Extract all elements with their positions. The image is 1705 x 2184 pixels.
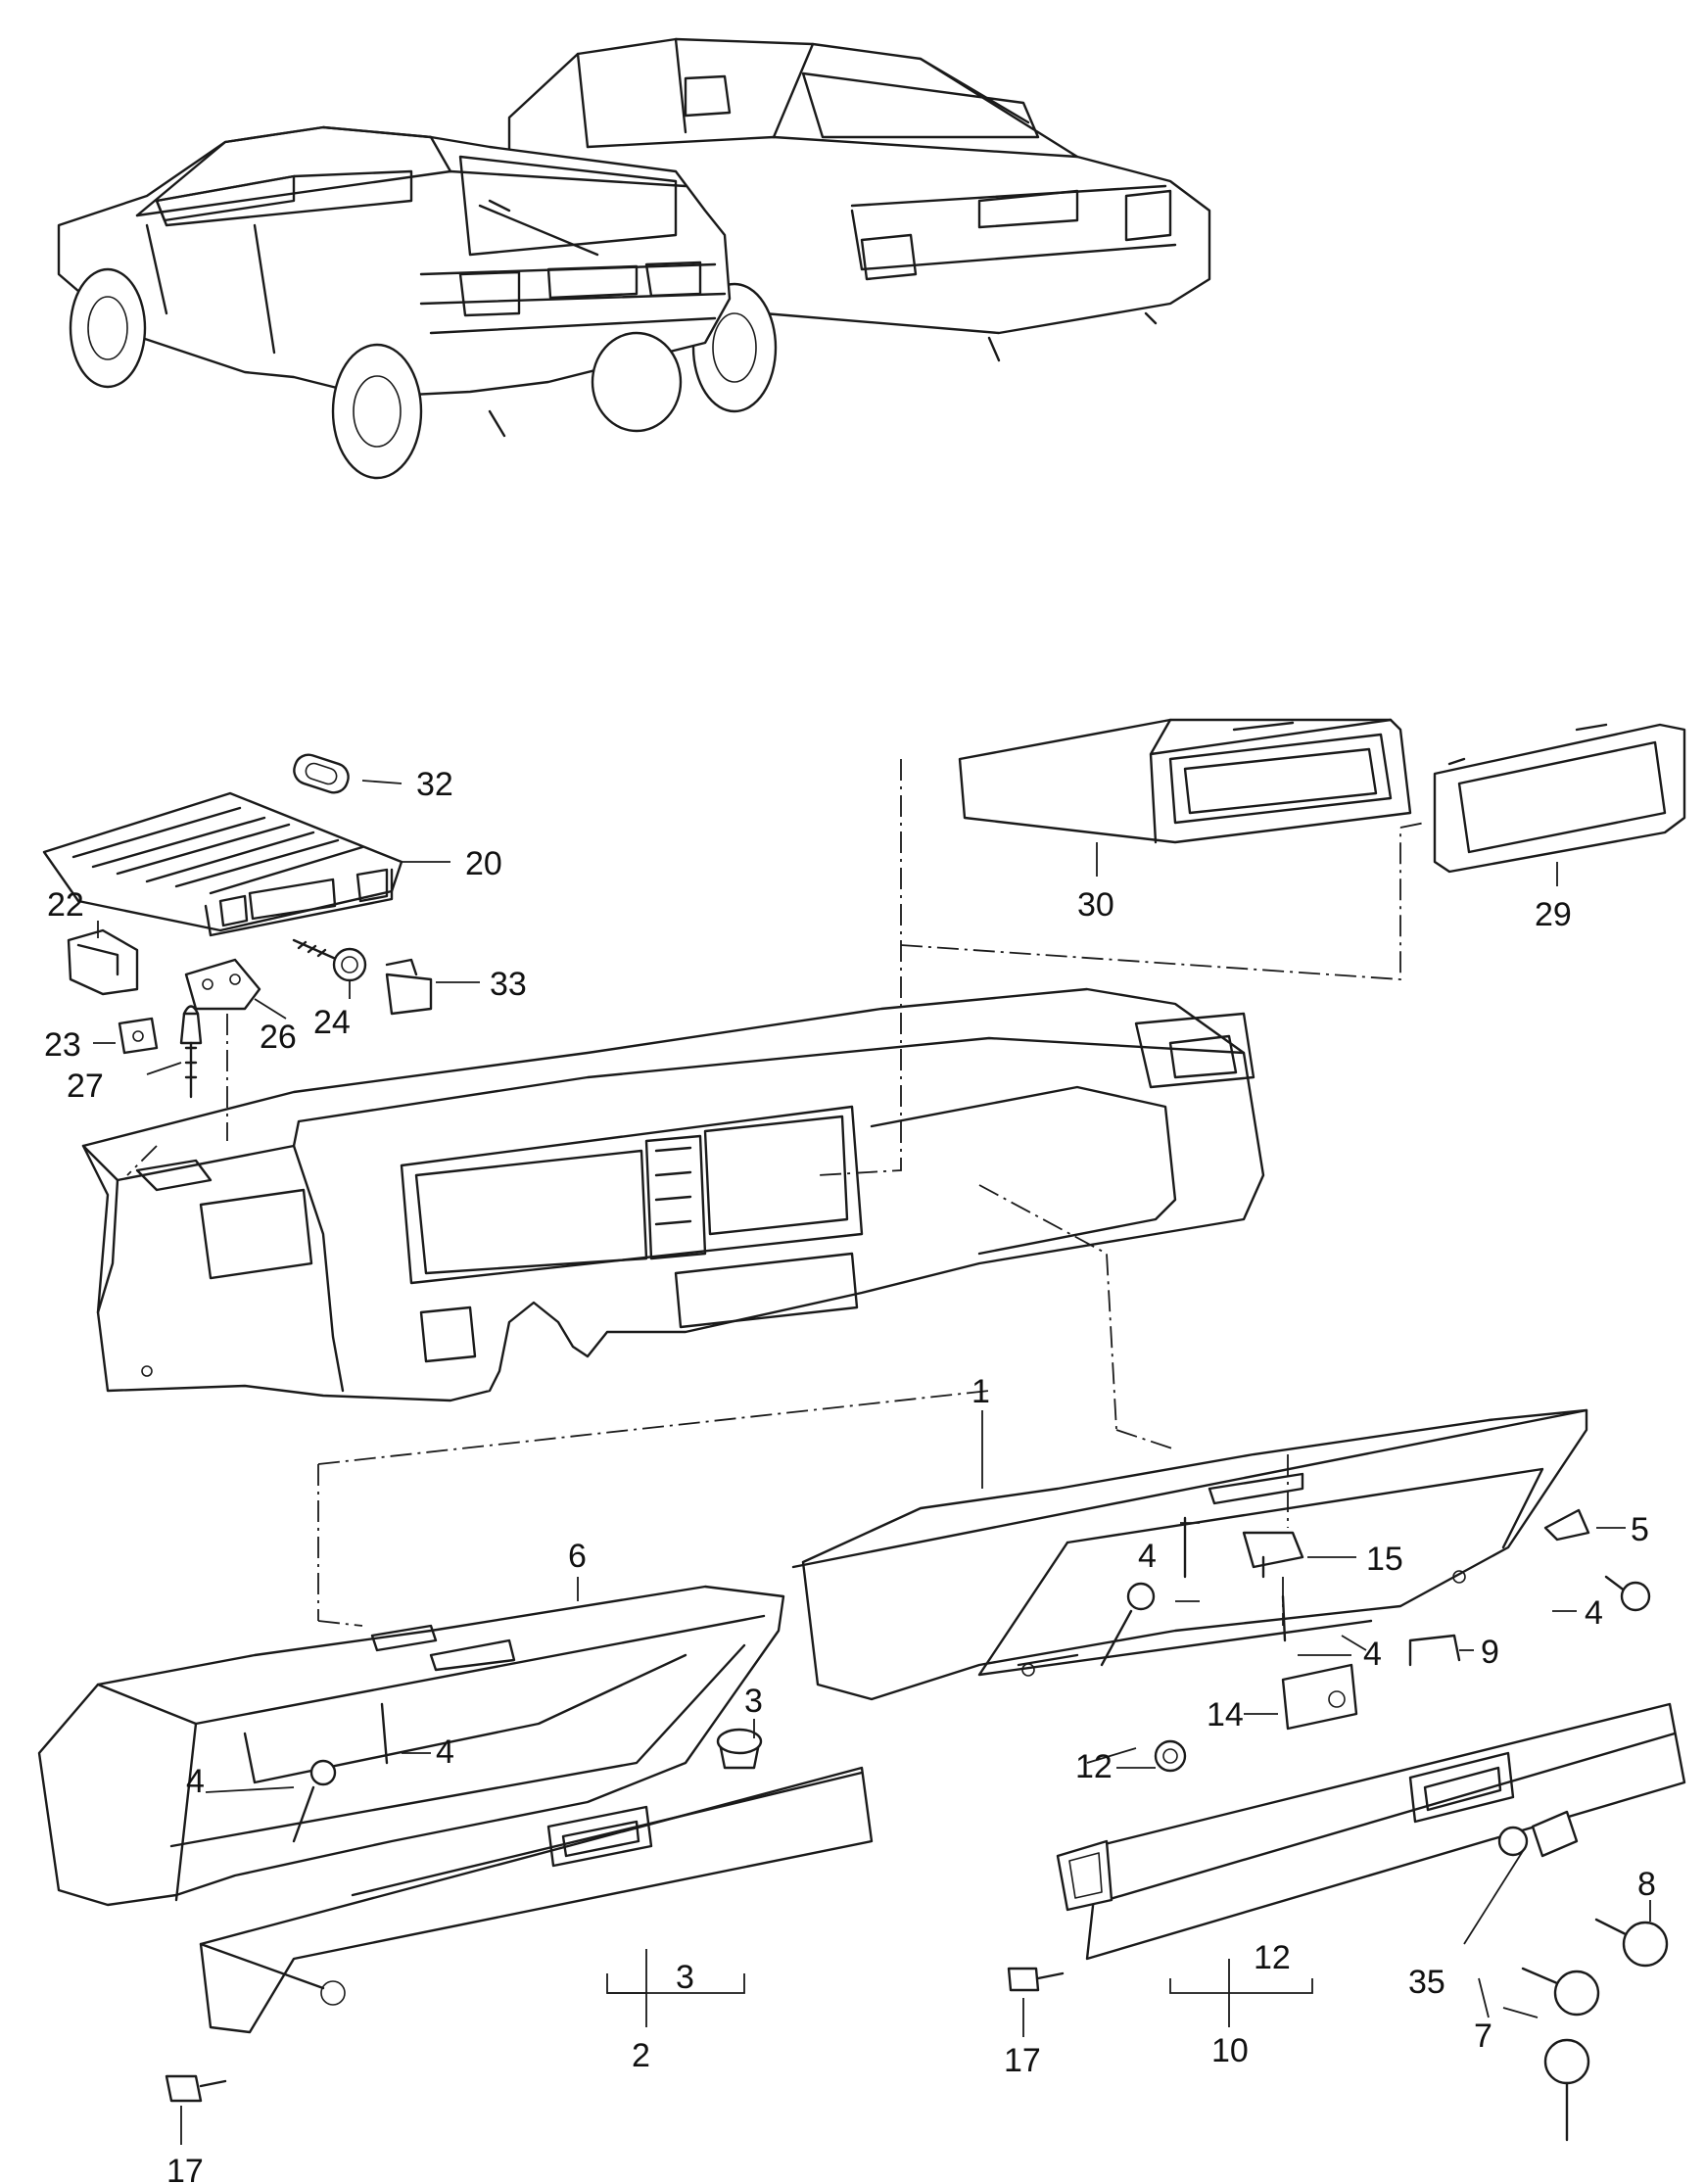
callout-17-right: 17 [1004, 2042, 1041, 2079]
callout-29: 29 [1535, 896, 1572, 933]
callout-4-right: 4 [1585, 1594, 1603, 1632]
part-17-pin-right [1007, 1967, 1065, 1992]
part-22-clip [67, 928, 139, 996]
part-12-seal [1056, 1839, 1113, 1912]
car-hatchback-illustration [57, 125, 732, 480]
part-27-rivet [179, 1005, 203, 1099]
callout-1: 1 [971, 1373, 990, 1410]
part-26-bracket [184, 958, 261, 1011]
part-4-screw-right [1604, 1575, 1651, 1612]
callout-labels: 32 20 22 26 24 33 23 27 30 29 1 6 5 4 15… [44, 766, 1656, 2184]
part-23-nut [118, 1017, 159, 1055]
callout-33: 33 [490, 966, 527, 1003]
callout-24: 24 [313, 1004, 351, 1041]
part-20-vent-panel [42, 791, 403, 937]
part-5-clip [1543, 1508, 1590, 1542]
callout-30: 30 [1077, 886, 1114, 924]
callout-5: 5 [1631, 1511, 1649, 1548]
callout-14: 14 [1207, 1696, 1244, 1733]
callout-12-bumper: 12 [1075, 1748, 1113, 1785]
callout-12-bracket: 12 [1254, 1939, 1291, 1976]
part-33-clip [385, 958, 433, 1016]
screws-left [292, 1702, 389, 1843]
callout-10: 10 [1211, 2032, 1249, 2069]
part-3-bumper [716, 1728, 763, 1770]
part-15-hinge [1242, 1531, 1304, 1579]
part-8-key [1594, 1918, 1669, 1968]
callout-3-bumper: 3 [744, 1683, 763, 1720]
callout-8: 8 [1637, 1866, 1656, 1903]
part-35-cylinder [1497, 1810, 1579, 1858]
part-2-glovebox-lid [199, 1766, 874, 2034]
callout-22: 22 [47, 886, 84, 924]
part-32-grommet [293, 753, 350, 794]
part-17-pin-left [165, 2074, 227, 2103]
callout-4-left-a: 4 [436, 1733, 454, 1771]
part-1-glovebox-housing [791, 1408, 1588, 1701]
part-6-glovebox-shell [37, 1585, 785, 1907]
callout-15: 15 [1366, 1541, 1403, 1578]
callout-7: 7 [1474, 2018, 1492, 2055]
part-14-latch [1281, 1663, 1358, 1731]
callout-17-left: 17 [166, 2153, 204, 2184]
callout-6: 6 [568, 1538, 587, 1575]
callout-2: 2 [632, 2037, 650, 2074]
part-12-bumper [1154, 1739, 1187, 1773]
part-30-storage-compartment [958, 718, 1412, 844]
callout-20: 20 [465, 845, 502, 882]
part-24-screw [292, 938, 367, 982]
callout-27: 27 [67, 1068, 104, 1105]
callout-4-left-b: 4 [186, 1763, 205, 1800]
dashboard-panel [81, 987, 1265, 1402]
callout-26: 26 [260, 1019, 297, 1056]
part-7-keys [1521, 1967, 1600, 2142]
callout-3-bracket: 3 [676, 1959, 694, 1996]
screws-center [1100, 1516, 1287, 1667]
callout-4-center: 4 [1138, 1538, 1157, 1575]
callout-4-latch: 4 [1363, 1636, 1382, 1673]
callout-9: 9 [1481, 1634, 1499, 1671]
callout-32: 32 [416, 766, 453, 803]
leader-lines [93, 780, 1651, 2145]
part-9-bracket [1408, 1634, 1461, 1667]
assembly-lines [126, 759, 1426, 1627]
callout-35: 35 [1408, 1964, 1445, 2001]
callout-23: 23 [44, 1026, 81, 1064]
part-29-trim-frame [1433, 723, 1686, 874]
